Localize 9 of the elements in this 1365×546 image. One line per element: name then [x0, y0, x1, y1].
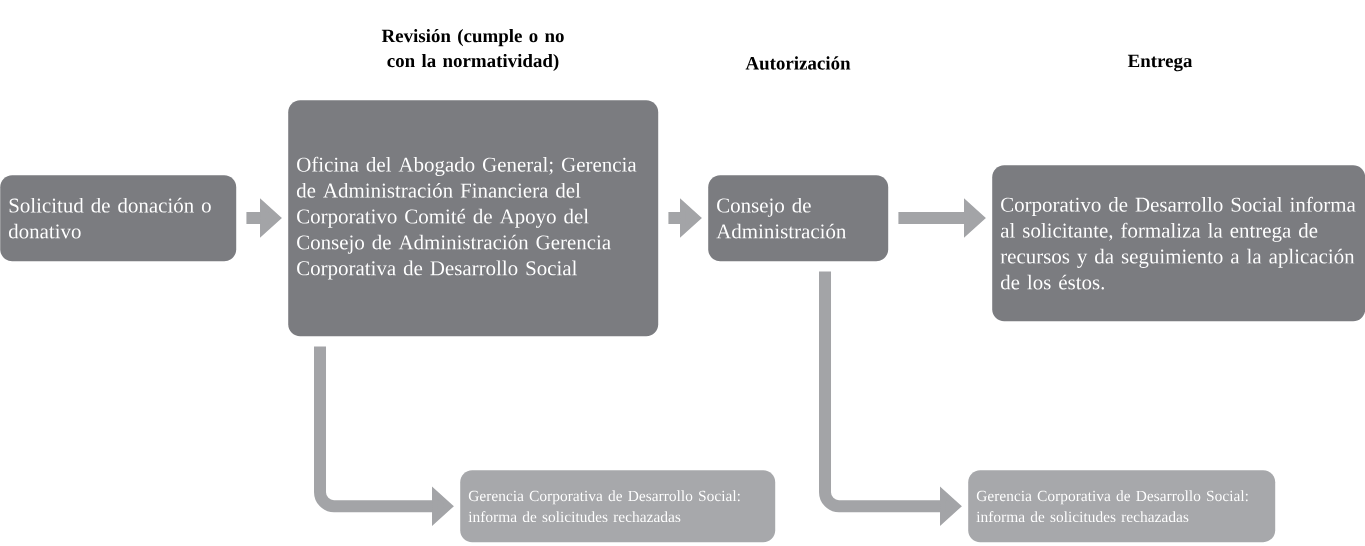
process-box: Gerencia Corporativa de Desarrollo Social: informa de solicitudes rechazadas	[968, 470, 1276, 543]
process-box: Gerencia Corporativa de Desarrollo Social: informa de solicitudes rechazadas	[460, 470, 776, 543]
process-box: Solicitud de donación o donativo	[0, 175, 237, 262]
process-box: Oficina del Abogado General; Gerencia de Administración Financiera del Corporativo Comité de Apoyo del Consejo de Administración Gerencia Corporativa de Desarrollo Social	[288, 100, 659, 337]
process-box: Corporativo de Desarrollo Social informa al solicitante, formaliza la entrega de recursos y da seguimiento a la aplicación de los éstos.	[992, 165, 1365, 322]
column-heading: Revisión (cumple o no con la normatividad)	[381, 28, 564, 72]
column-heading: Autorización	[745, 56, 851, 70]
column-heading: Entrega	[1127, 54, 1193, 72]
process-box: Consejo de Administración	[708, 175, 889, 262]
